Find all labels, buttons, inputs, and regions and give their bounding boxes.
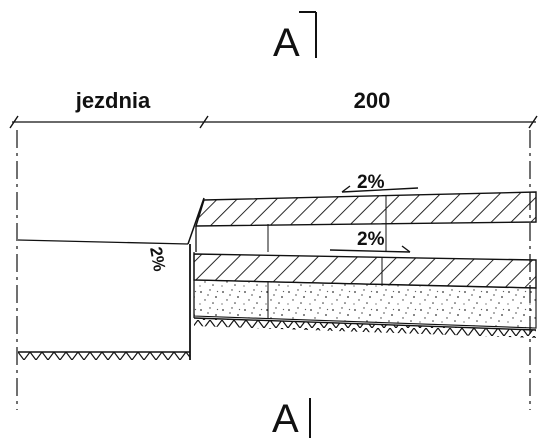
slope-annotation-top: 2% bbox=[341, 172, 419, 193]
layer-top-paving bbox=[195, 191, 537, 227]
dimension-tick-left bbox=[9, 115, 19, 129]
dimension-tick-right bbox=[528, 115, 538, 129]
slope-arrow-middle bbox=[401, 245, 411, 253]
dimension-label-width: 200 bbox=[354, 88, 391, 113]
dimension-tick-middle bbox=[199, 115, 209, 129]
layer-subgrade-line bbox=[193, 317, 537, 331]
slope-label-top: 2% bbox=[357, 172, 385, 193]
section-marker-top: A bbox=[273, 11, 317, 65]
section-marker-bottom-label: A bbox=[272, 397, 299, 441]
slope-label-middle: 2% bbox=[357, 229, 385, 250]
layer-subgrade-hatch bbox=[194, 318, 536, 338]
layer-subgrade bbox=[193, 317, 537, 338]
section-marker-bottom: A bbox=[272, 397, 311, 441]
dimension-label-roadway: jezdnia bbox=[75, 88, 151, 113]
dimension-line: jezdnia 200 bbox=[9, 88, 538, 129]
slope-annotation-middle: 2% bbox=[329, 229, 411, 253]
layer-void bbox=[195, 224, 387, 252]
layer-sand-base bbox=[193, 279, 537, 329]
curb-edge bbox=[187, 197, 205, 245]
roadway-soil-hatch bbox=[18, 352, 190, 360]
section-marker-top-label: A bbox=[273, 21, 300, 65]
roadway-slope-label: 2% bbox=[146, 245, 169, 273]
slope-arrow-top bbox=[341, 185, 351, 193]
roadway-surface bbox=[17, 239, 189, 245]
slope-line-middle bbox=[329, 249, 411, 253]
layer-top-paving-fill bbox=[195, 191, 537, 227]
roadway: 2% bbox=[17, 239, 190, 360]
layer-sand-base-fill bbox=[193, 279, 537, 329]
slope-line-top bbox=[341, 187, 419, 193]
